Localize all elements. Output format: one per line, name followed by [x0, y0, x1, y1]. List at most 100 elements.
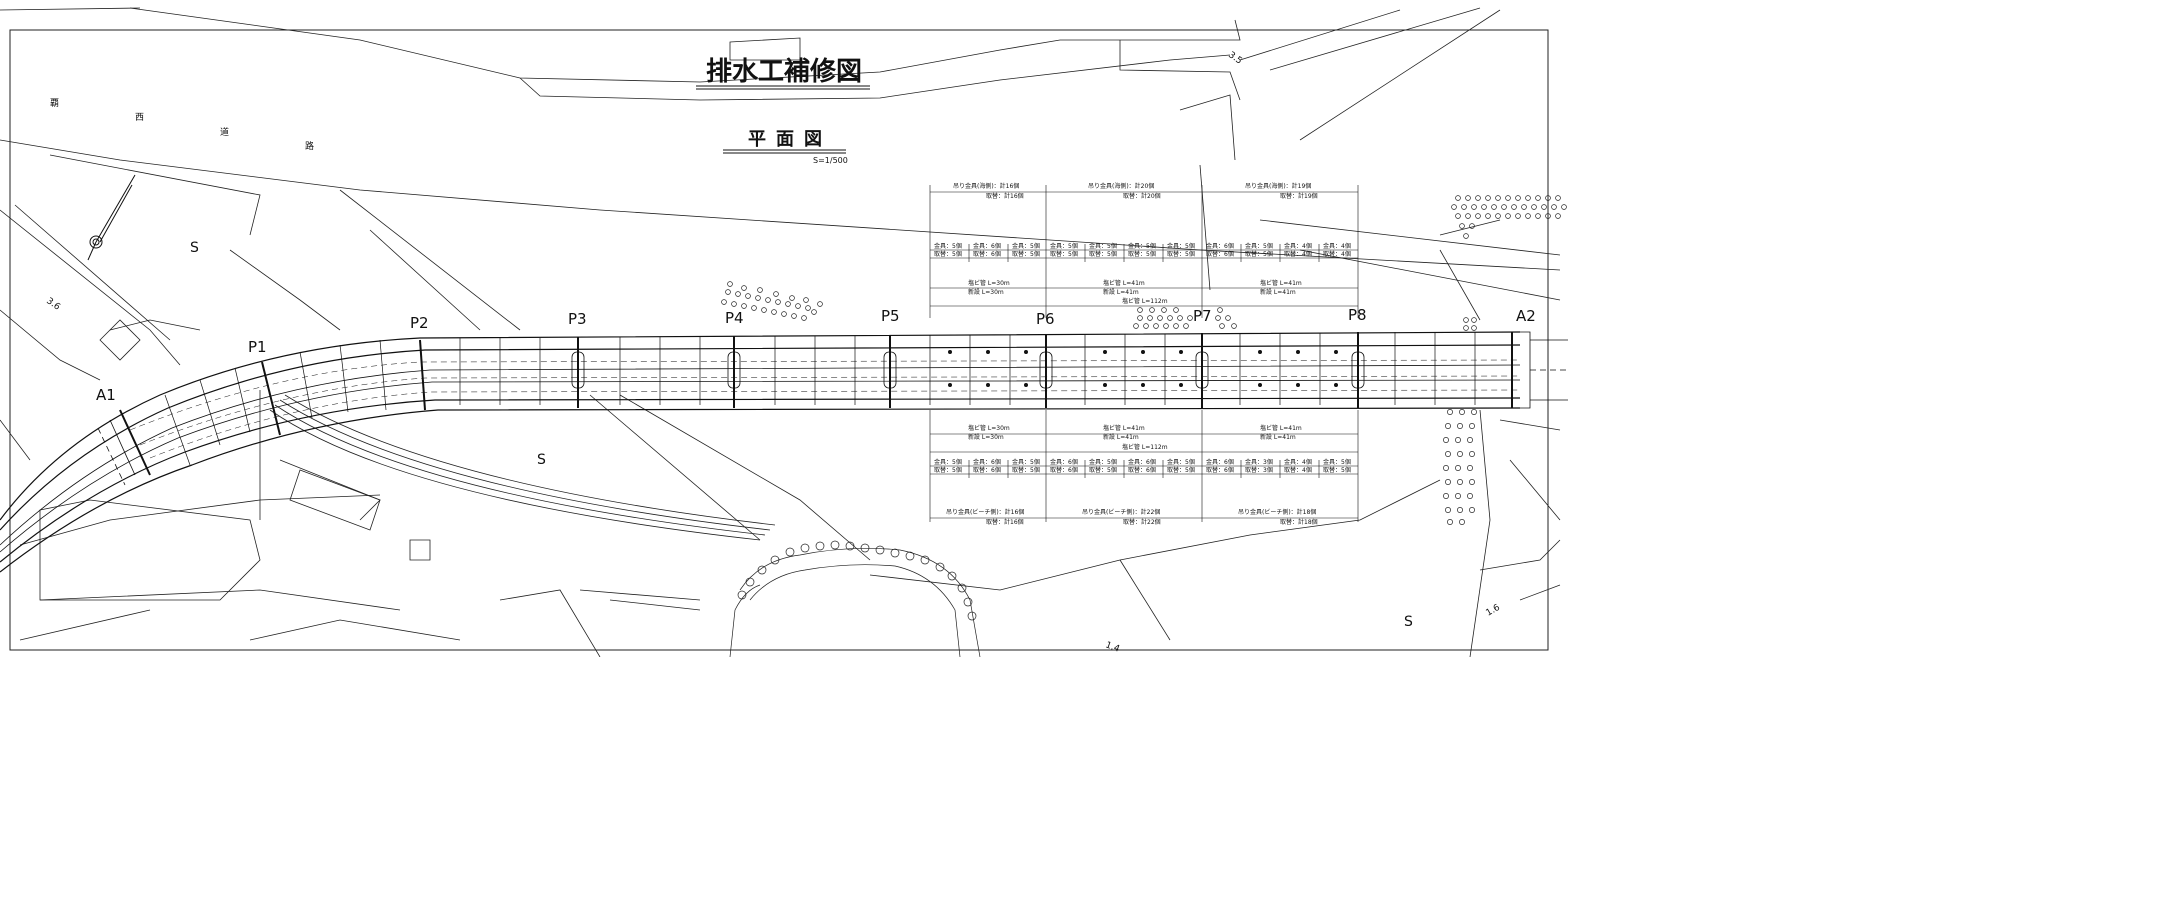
- drain-markers: [948, 350, 1338, 387]
- fitting-replace-upper-5: 取替：5個: [1089, 250, 1117, 258]
- fitting-replace-lower-9: 取替：3個: [1245, 466, 1273, 474]
- replace-total-lower-1: 取替：計16個: [986, 518, 1024, 526]
- rock-cluster-right-column: [1443, 317, 1477, 525]
- plan-scale: S=1/500: [813, 156, 848, 165]
- fitting-replace-upper-7: 取替：5個: [1167, 250, 1195, 258]
- drainage-repair-plan-drawing: A1 P1 P2 P3 P4 P5 P6 P7 P8 A2 排水工補修図 平面図…: [0, 7, 1568, 657]
- fitting-lower-4: 金具：6個: [1050, 458, 1078, 466]
- fitting-lower-5: 金具：5個: [1089, 458, 1117, 466]
- elevation-label-4: 1.6: [1485, 603, 1503, 619]
- fitting-lower-11: 金具：5個: [1323, 458, 1351, 466]
- pipe-lower-total: 塩ビ管 L=112m: [1122, 443, 1168, 451]
- seawall-curves: [269, 394, 776, 541]
- upper-annotation-text: 吊り金具(海側)：計16個 吊り金具(海側)：計20個 吊り金具(海側)：計19…: [934, 182, 1351, 305]
- s-mark-2: S: [537, 452, 546, 468]
- pipe-lower-1: 塩ビ管 L=30m: [968, 424, 1010, 432]
- wave-block-clusters: [721, 195, 1567, 657]
- lower-annotations: [929, 410, 1359, 522]
- fitting-replace-lower-8: 取替：6個: [1206, 466, 1234, 474]
- fitting-upper-7: 金具：5個: [1167, 242, 1195, 250]
- fitting-replace-lower-4: 取替：6個: [1050, 466, 1078, 474]
- abutment-a1: [97, 419, 136, 486]
- fitting-upper-11: 金具：4個: [1323, 242, 1351, 250]
- pier-label-p5: P5: [881, 307, 900, 325]
- fitting-replace-upper-10: 取替：4個: [1284, 250, 1312, 258]
- fitting-upper-2: 金具：6個: [973, 242, 1001, 250]
- pier-label-p6: P6: [1036, 310, 1055, 328]
- new-pipe-lower-1: 新設 L=30m: [968, 433, 1004, 441]
- replace-total-upper-1: 取替：計16個: [986, 192, 1024, 200]
- place-labels: 覇 西 道 路 3.6 3.5 1.4 1.6 S S S: [44, 50, 1502, 655]
- new-pipe-upper-3: 新設 L=41m: [1260, 288, 1296, 296]
- fitting-replace-upper-1: 取替：5個: [934, 250, 962, 258]
- fitting-replace-lower-2: 取替：6個: [973, 466, 1001, 474]
- s-mark-3: S: [1404, 614, 1413, 630]
- fitting-upper-8: 金具：6個: [1206, 242, 1234, 250]
- road-label-2: 西: [135, 112, 144, 123]
- fitting-replace-upper-4: 取替：5個: [1050, 250, 1078, 258]
- fitting-lower-7: 金具：5個: [1167, 458, 1195, 466]
- s-mark-1: S: [190, 240, 199, 256]
- pipe-upper-total: 塩ビ管 L=112m: [1122, 297, 1168, 305]
- road-label-3: 道: [220, 126, 229, 138]
- fitting-replace-lower-3: 取替：5個: [1012, 466, 1040, 474]
- pier-label-p1: P1: [248, 338, 267, 356]
- fitting-replace-lower-7: 取替：5個: [1167, 466, 1195, 474]
- sheet-frame: [9, 29, 1549, 651]
- hanger-beach-2: 吊り金具(ビーチ側)：計22個: [1082, 508, 1160, 516]
- replace-total-lower-3: 取替：計18個: [1280, 518, 1318, 526]
- new-pipe-upper-2: 新設 L=41m: [1103, 288, 1139, 296]
- elevation-label-3: 1.4: [1104, 640, 1121, 654]
- pipe-upper-1: 塩ビ管 L=30m: [968, 279, 1010, 287]
- pier-label-a2: A2: [1516, 307, 1536, 325]
- fitting-lower-2: 金具：6個: [973, 458, 1001, 466]
- pier-label-p4: P4: [725, 309, 744, 327]
- rock-cluster-bottom: [729, 540, 981, 657]
- fitting-replace-lower-5: 取替：5個: [1089, 466, 1117, 474]
- replace-total-lower-2: 取替：計22個: [1123, 518, 1161, 526]
- rock-cluster-upper-right: [1451, 195, 1567, 239]
- drawing-title: 排水工補修図: [706, 56, 862, 87]
- hanger-beach-3: 吊り金具(ビーチ側)：計18個: [1238, 508, 1316, 516]
- fitting-lower-3: 金具：5個: [1012, 458, 1040, 466]
- fitting-replace-lower-10: 取替：4個: [1284, 466, 1312, 474]
- fitting-replace-upper-11: 取替：4個: [1323, 250, 1351, 258]
- hanger-sea-1: 吊り金具(海側)：計16個: [953, 182, 1019, 190]
- fitting-upper-6: 金具：5個: [1128, 242, 1156, 250]
- fitting-lower-8: 金具：6個: [1206, 458, 1234, 466]
- fitting-upper-3: 金具：5個: [1012, 242, 1040, 250]
- rock-cluster-p4: [721, 281, 823, 321]
- replace-total-upper-2: 取替：計20個: [1123, 192, 1161, 200]
- pier-label-p2: P2: [410, 314, 429, 332]
- new-pipe-lower-3: 新設 L=41m: [1260, 433, 1296, 441]
- pipe-lower-2: 塩ビ管 L=41m: [1103, 424, 1145, 432]
- pier-label-p8: P8: [1348, 306, 1367, 324]
- rock-cluster-p7: [1133, 307, 1237, 329]
- fitting-upper-9: 金具：5個: [1245, 242, 1273, 250]
- new-pipe-lower-2: 新設 L=41m: [1103, 433, 1139, 441]
- building-outlines: [39, 319, 381, 601]
- pipe-lower-3: 塩ビ管 L=41m: [1260, 424, 1302, 432]
- fitting-replace-upper-6: 取替：5個: [1128, 250, 1156, 258]
- lower-annotation-text: 塩ビ管 L=30m 塩ビ管 L=41m 塩ビ管 L=41m 新設 L=30m 新…: [934, 424, 1351, 526]
- pipe-upper-3: 塩ビ管 L=41m: [1260, 279, 1302, 287]
- fitting-replace-upper-2: 取替：6個: [973, 250, 1001, 258]
- upper-annotations: [929, 185, 1359, 318]
- survey-marker-icon: [87, 174, 136, 261]
- site-outlines: [0, 7, 1561, 657]
- fitting-upper-1: 金具：5個: [934, 242, 962, 250]
- fitting-upper-4: 金具：5個: [1050, 242, 1078, 250]
- fitting-lower-10: 金具：4個: [1284, 458, 1312, 466]
- fitting-replace-lower-6: 取替：6個: [1128, 466, 1156, 474]
- pier-lines: [119, 332, 1513, 476]
- elevation-label-2: 3.5: [1226, 50, 1243, 66]
- fitting-lower-6: 金具：6個: [1128, 458, 1156, 466]
- hanger-sea-2: 吊り金具(海側)：計20個: [1088, 182, 1154, 190]
- fitting-replace-lower-1: 取替：5個: [934, 466, 962, 474]
- pipe-upper-2: 塩ビ管 L=41m: [1103, 279, 1145, 287]
- bridge-deck: [0, 331, 1521, 573]
- road-label-1: 覇: [50, 98, 59, 109]
- fitting-replace-lower-11: 取替：5個: [1323, 466, 1351, 474]
- fitting-replace-upper-9: 取替：5個: [1245, 250, 1273, 258]
- hanger-beach-1: 吊り金具(ビーチ側)：計16個: [946, 508, 1024, 516]
